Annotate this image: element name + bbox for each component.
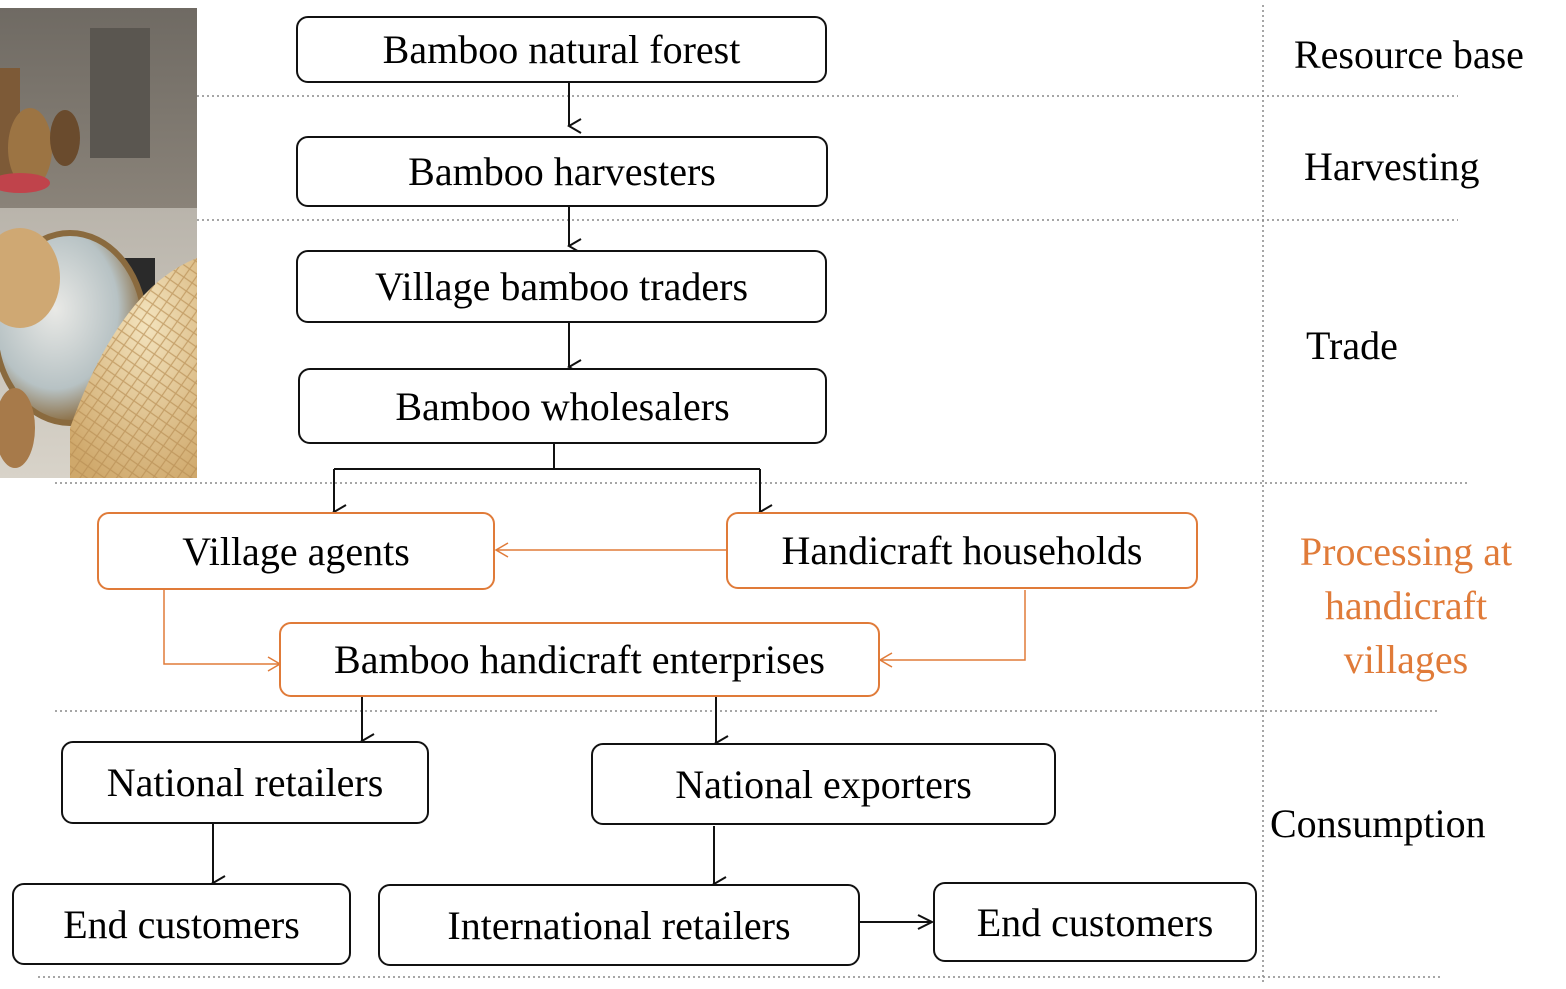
- node-national-exporters: National exporters: [591, 743, 1056, 825]
- node-village-bamboo-traders: Village bamboo traders: [296, 250, 827, 323]
- node-national-retailers: National retailers: [61, 741, 429, 824]
- node-village-agents: Village agents: [97, 512, 495, 590]
- stage-label-resource-base: Resource base: [1294, 32, 1524, 77]
- node-bamboo-natural-forest: Bamboo natural forest: [296, 16, 827, 83]
- stage-label-harvesting: Harvesting: [1304, 144, 1480, 189]
- node-handicraft-households: Handicraft households: [726, 512, 1198, 589]
- node-bamboo-harvesters: Bamboo harvesters: [296, 136, 828, 207]
- stage-label-trade: Trade: [1306, 323, 1398, 368]
- bamboo-products-image: [0, 8, 197, 478]
- arrow-households-to-enterprises: [878, 590, 1026, 668]
- node-bamboo-wholesalers: Bamboo wholesalers: [298, 368, 827, 444]
- node-international-retailers: International retailers: [378, 884, 860, 966]
- stage-label-processing: Processing at handicraft villages: [1280, 525, 1532, 687]
- stage-label-processing-line-2: handicraft: [1324, 583, 1488, 628]
- node-bamboo-handicraft-enterprises: Bamboo handicraft enterprises: [279, 622, 880, 697]
- stage-label-processing-line-3: villages: [1343, 637, 1469, 682]
- stage-label-consumption: Consumption: [1270, 801, 1486, 846]
- node-end-customers-international: End customers: [933, 882, 1257, 962]
- bamboo-handicraft-photo: [0, 8, 197, 478]
- arrow-agents-to-enterprises: [163, 590, 282, 672]
- stage-label-processing-line-1: Processing at: [1299, 529, 1513, 574]
- node-end-customers-domestic: End customers: [12, 883, 351, 965]
